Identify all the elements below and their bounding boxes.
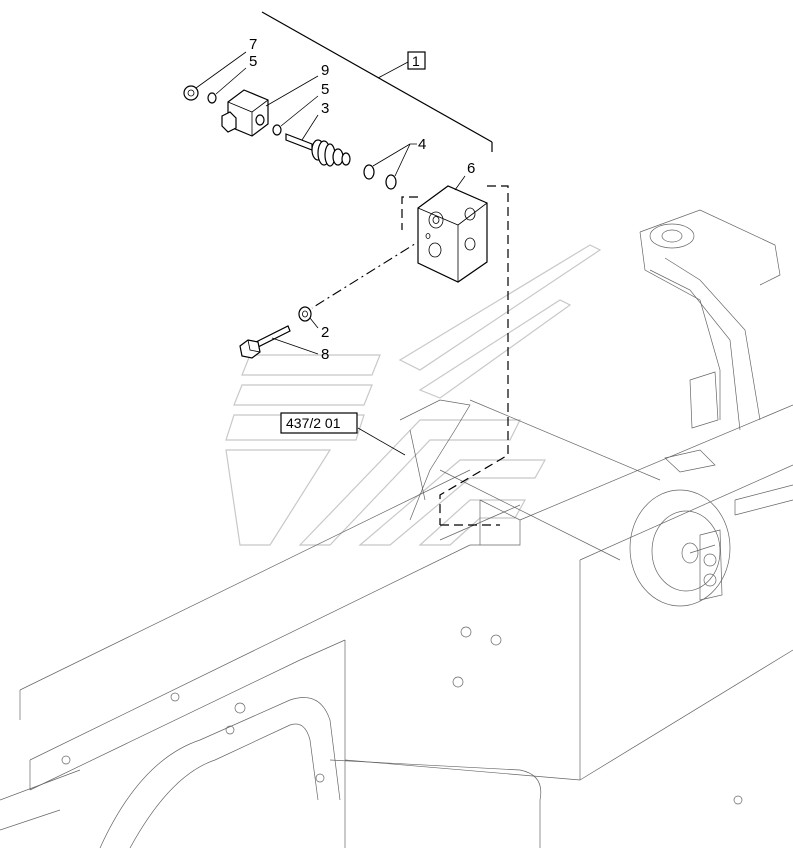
part-5-oring-a (207, 92, 217, 104)
callout-2: 2 (321, 324, 329, 341)
watermark-logo (225, 244, 602, 546)
part-5-oring-b (272, 124, 282, 136)
callout-7: 7 (249, 36, 257, 53)
callout-4: 4 (418, 136, 426, 153)
callout-3: 3 (321, 100, 329, 117)
part-2-washer (298, 306, 312, 322)
reference-box: 437/2 01 (280, 412, 358, 434)
chassis-frame (0, 209, 793, 848)
part-9-coil (221, 89, 269, 137)
assembly-bracket-1 (261, 11, 493, 152)
callout-5-middle: 5 (321, 81, 329, 98)
part-3-cartridge (285, 133, 351, 167)
callout-5-upper: 5 (249, 53, 257, 70)
callout-1: 1 (412, 53, 420, 69)
callout-labels: 7 5 9 5 3 4 6 2 8 (249, 36, 475, 363)
callout-box-1: 1 (407, 51, 426, 70)
part-8-bolt (239, 325, 291, 359)
reference-label: 437/2 01 (286, 415, 341, 431)
part-6-valve-block (417, 185, 488, 283)
placement-lines (311, 185, 509, 526)
part-4-orings (363, 164, 397, 190)
callout-leaders (195, 51, 466, 456)
part-7-nut (183, 85, 199, 101)
callout-9: 9 (321, 62, 329, 79)
callout-8: 8 (321, 346, 329, 363)
callout-6: 6 (467, 160, 475, 177)
